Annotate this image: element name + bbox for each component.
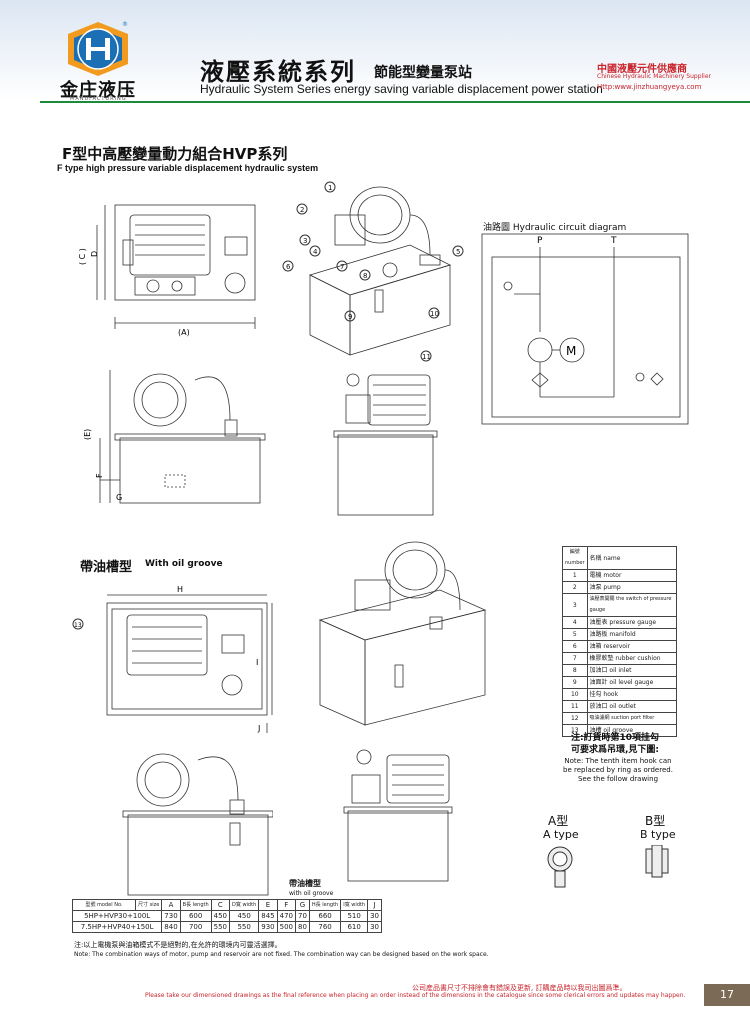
header-divider: [40, 101, 750, 103]
page-title-cn: 液壓系統系列: [200, 58, 356, 86]
note-en: Note: The tenth item hook can be replace…: [563, 757, 673, 783]
dim-label-e: (E): [83, 429, 92, 440]
page-number: 17: [704, 984, 750, 1006]
svg-text:9: 9: [348, 313, 352, 321]
section2-title-en: With oil groove: [145, 559, 223, 569]
company-logo: ®: [68, 21, 128, 76]
circuit-p-label: P: [537, 236, 543, 246]
svg-text:5: 5: [456, 248, 460, 256]
groove-table-subtitle: with oil groove: [289, 890, 334, 897]
side-view-drawing: (E) F G: [83, 370, 266, 504]
disclaimer-en: Please take our dimensioned drawings as …: [145, 992, 686, 999]
dim-label-a: (A): [178, 328, 190, 337]
svg-text:10: 10: [430, 310, 439, 318]
svg-text:8: 8: [363, 272, 367, 280]
type-b-label-cn: B型: [645, 814, 666, 828]
circuit-title: 油路圖 Hydraulic circuit diagram: [483, 223, 627, 233]
dim-label-c: ( C ): [78, 248, 87, 265]
groove-isometric-drawing: [318, 541, 487, 726]
rear-view-drawing: [333, 373, 438, 516]
footnote-cn: 注:以上電機泵與油箱模式不是絕對的,在允許的環境内可靈活選擇。: [74, 941, 282, 949]
svg-text:7: 7: [340, 263, 344, 271]
parts-header-no: 編號 number: [562, 546, 588, 570]
supplier-cn: 中國液壓元件供應商: [597, 64, 687, 75]
section2-title-cn: 帶油槽型: [80, 560, 133, 575]
circuit-motor-label: M: [566, 344, 576, 358]
front-view-drawing: ( C ) D (A): [78, 204, 256, 337]
isometric-view-drawing: 1 2 3 4 5 6 7 8 9 10 11: [282, 181, 464, 362]
dimensions-table: 型號 model No. 尺寸 size A B長 length C D寬 wi…: [71, 899, 382, 933]
parts-header-name: 名稱 name: [586, 546, 677, 570]
hook-bolt-icon: [645, 845, 669, 878]
svg-text:®: ®: [122, 21, 128, 28]
footnote-en: Note: The combination ways of motor, pum…: [74, 951, 489, 958]
groove-table-title: 帶油槽型: [289, 879, 321, 888]
svg-text:2: 2: [300, 206, 304, 214]
svg-text:6: 6: [286, 263, 291, 271]
circuit-t-label: T: [610, 236, 617, 246]
groove-rear-view-drawing: [343, 749, 453, 882]
section1-title-cn: F型中高壓變量動力組合HVP系列: [62, 145, 288, 163]
dim-label-h: H: [177, 585, 183, 594]
disclaimer-cn: 公司産品書尺寸不排除會有錯誤及更新, 訂購産品時以我司出圖爲準。: [412, 984, 627, 992]
svg-text:13: 13: [74, 622, 82, 629]
type-a-label-cn: A型: [548, 814, 569, 828]
dim-label-f: F: [95, 473, 104, 478]
dim-label-d: D: [90, 251, 99, 257]
supplier-url[interactable]: Http:www.jinzhuangyeya.com: [597, 83, 702, 91]
type-a-label-en: A type: [543, 828, 579, 841]
hydraulic-circuit-diagram: P T M: [481, 233, 689, 425]
dim-label-j: J: [257, 724, 260, 733]
type-b-label-en: B type: [640, 828, 676, 841]
note-cn: 注:訂貨時第10項挂勾 可要求爲吊環,見下圖:: [570, 733, 660, 755]
groove-top-view-drawing: H I J 13: [72, 585, 273, 733]
logo-subtext: MANUFACTURING: [70, 96, 127, 102]
svg-text:11: 11: [422, 353, 431, 361]
eye-bolt-ring-icon: [547, 846, 573, 888]
page-subtitle-cn: 節能型變量泵站: [374, 65, 472, 81]
svg-text:4: 4: [313, 248, 318, 256]
svg-text:3: 3: [303, 237, 307, 245]
section1-title-en: F type high pressure variable displaceme…: [57, 163, 319, 173]
supplier-en: Chinese Hydraulic Machinery Supplier: [597, 73, 711, 80]
logo-text: 金庄液压: [60, 80, 136, 101]
svg-text:1: 1: [328, 184, 332, 192]
groove-side-view-drawing: [122, 753, 273, 896]
dim-label-i: I: [256, 658, 258, 667]
dim-label-g: G: [116, 493, 122, 502]
page-title-en: Hydraulic System Series energy saving va…: [200, 82, 603, 96]
